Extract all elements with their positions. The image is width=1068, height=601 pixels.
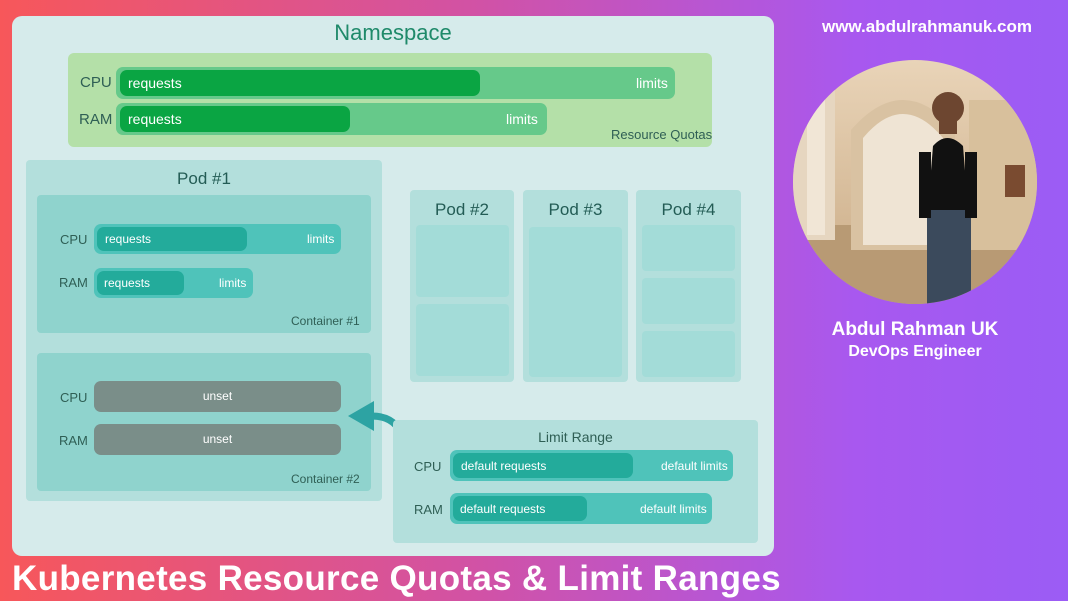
container-1-cpu-request-label: requests <box>105 232 152 246</box>
website-watermark: www.abdulrahmanuk.com <box>821 17 1032 36</box>
container-1-cpu-label: CPU <box>60 232 88 247</box>
pod-2-container <box>416 225 509 297</box>
limit-range-title: Limit Range <box>538 429 613 445</box>
container-1-cpu-limit-label: limits <box>307 232 335 246</box>
container-2-caption: Container #2 <box>291 472 360 486</box>
pod-1-title: Pod #1 <box>177 169 231 188</box>
limit-range-cpu-request-label: default requests <box>461 459 547 473</box>
page-title: Kubernetes Resource Quotas & Limit Range… <box>12 559 781 598</box>
container-2-cpu-unset-bar <box>94 381 341 412</box>
container-1-ram-request-bar <box>97 271 184 295</box>
limit-range-ram-request-label: default requests <box>460 502 546 516</box>
limit-range-ram-request-bar <box>453 496 587 521</box>
pod-2-title: Pod #2 <box>435 200 489 219</box>
container-2-ram-unset-bar <box>94 424 341 455</box>
limit-range-cpu-limit-label: default limits <box>661 459 728 473</box>
pod-4-container <box>642 278 735 324</box>
profile-photo <box>793 60 1037 304</box>
pod-4-title: Pod #4 <box>661 200 716 219</box>
container-1-ram-limit-label: limits <box>219 276 247 290</box>
container-1-cpu-request-bar <box>97 227 247 251</box>
quota-ram-limit-label: limits <box>506 111 538 127</box>
limit-range-ram-label: RAM <box>414 502 443 517</box>
container-2-ram-label: RAM <box>59 433 88 448</box>
container-1 <box>37 195 371 333</box>
pod-4-container <box>642 331 735 377</box>
limit-range-cpu-request-bar <box>453 453 633 478</box>
resource-quotas-caption: Resource Quotas <box>611 127 713 142</box>
quota-ram-request-label: requests <box>128 111 182 127</box>
limit-range-ram-limit-label: default limits <box>640 502 707 516</box>
quota-ram-label: RAM <box>79 111 113 128</box>
container-2 <box>37 353 371 491</box>
pod-3-title: Pod #3 <box>548 200 603 219</box>
quota-cpu-request-bar <box>120 70 480 96</box>
container-1-caption: Container #1 <box>291 314 360 328</box>
container-2-cpu-label: CPU <box>60 390 88 405</box>
container-1-ram-request-label: requests <box>104 276 151 290</box>
quota-cpu-label: CPU <box>80 74 112 91</box>
person-role: DevOps Engineer <box>848 343 982 360</box>
container-2-cpu-unset-label: unset <box>202 389 233 403</box>
container-1-ram-label: RAM <box>59 275 88 290</box>
person-name: Abdul Rahman UK <box>831 319 999 340</box>
pod-3-container <box>529 227 622 377</box>
quota-ram-request-bar <box>120 106 350 132</box>
container-2-ram-unset-label: unset <box>202 432 233 446</box>
quota-cpu-limit-label: limits <box>636 75 668 91</box>
limit-range-cpu-label: CPU <box>414 459 442 474</box>
quota-cpu-request-label: requests <box>128 75 182 91</box>
pod-4-container <box>642 225 735 271</box>
namespace-title: Namespace <box>334 20 452 45</box>
pod-2-container <box>416 304 509 376</box>
